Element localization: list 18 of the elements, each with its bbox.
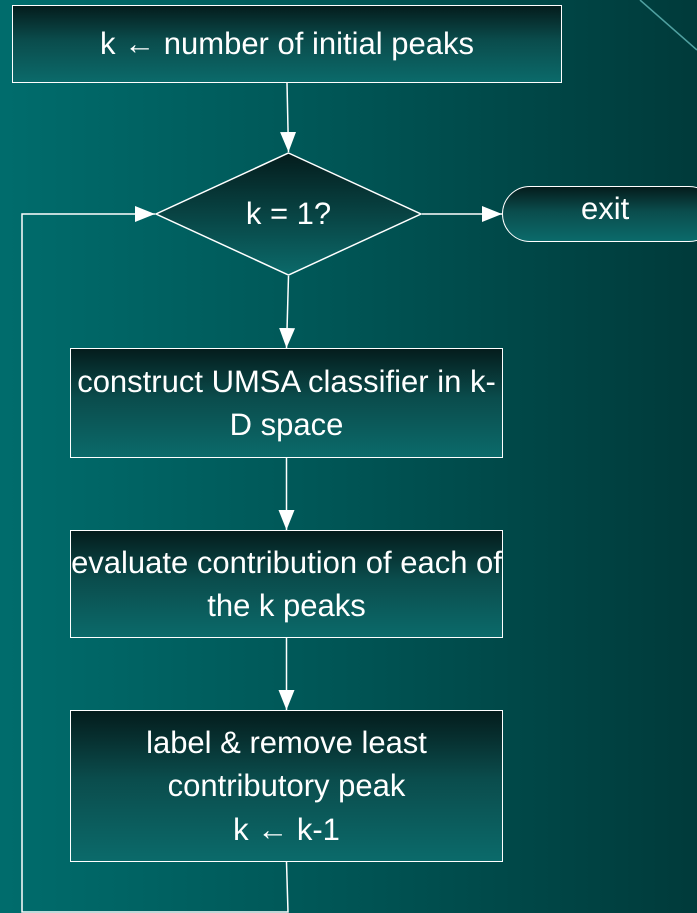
arrow: [278, 458, 294, 530]
node-label: construct UMSA classifier in k-D space: [76, 362, 497, 444]
arrow: [21, 206, 289, 913]
process-box: [70, 348, 503, 458]
arrow: [279, 276, 296, 348]
node-label: exit: [581, 190, 630, 228]
node-label: evaluate contribution of each of the k peaks: [71, 544, 502, 625]
arrow: [280, 82, 296, 152]
arrow: [422, 206, 502, 222]
decision-diamond: [155, 152, 422, 276]
terminal-box: [502, 186, 697, 242]
node-label: k ← number of initial peaks: [100, 25, 474, 64]
arrow: [278, 638, 294, 710]
process-box: [70, 710, 503, 862]
process-box: [12, 5, 562, 83]
node-label: k = 1?: [246, 195, 332, 234]
node-label: k ← k-1: [232, 810, 341, 849]
process-box: [70, 530, 503, 638]
